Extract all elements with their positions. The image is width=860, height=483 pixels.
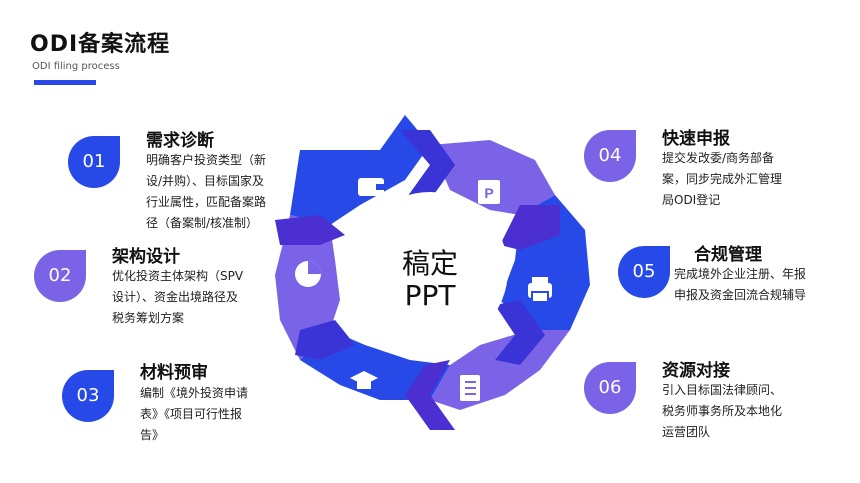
step-badge-06: 06 (582, 360, 638, 416)
page-subtitle: ODI filing process (32, 61, 120, 72)
printer-icon (528, 277, 552, 303)
step-badge-03: 03 (60, 368, 116, 424)
step-badge-02: 02 (32, 248, 88, 304)
step-number: 02 (48, 265, 72, 286)
step-number: 01 (82, 151, 106, 172)
step-description: 编制《境外投资申请 表》《项目可行性报 告》 (140, 386, 249, 442)
ring-segment-1 (290, 115, 430, 225)
wallet-icon (358, 178, 386, 196)
chevron-top (400, 130, 455, 200)
chevron-right-top (500, 205, 560, 250)
step-title: 材料预审 (140, 363, 208, 383)
step-number: 04 (598, 145, 622, 166)
step-description: 完成境外企业注册、年报 申报及资金回流合规辅导 (674, 267, 807, 302)
step-description: 引入目标国法律顾问、 税务师事务所及本地化 运营团队 (662, 383, 783, 439)
step-title: 资源对接 (662, 361, 730, 381)
step-description: 明确客户投资类型（新 设/并购）、目标国家及 行业属性，匹配备案路 径（备案制/… (146, 153, 267, 230)
step-number: 03 (76, 385, 100, 406)
step-badge-05: 05 (616, 244, 672, 300)
ring-segment-2 (430, 140, 555, 215)
chevron-bottom (405, 360, 455, 430)
notebook-icon (460, 375, 480, 401)
center-line-1: 稿定 (401, 247, 458, 280)
chevron-right (495, 300, 545, 365)
center-line-2: PPT (404, 279, 456, 312)
graduation-cap-icon (350, 371, 378, 389)
step-title: 架构设计 (112, 247, 180, 267)
powerpoint-icon: P (478, 180, 500, 204)
step-title: 合规管理 (694, 245, 762, 265)
step-badge-01: 01 (66, 134, 122, 190)
step-number: 06 (598, 377, 622, 398)
step-title: 需求诊断 (146, 131, 214, 151)
page-title: ODI备案流程 (30, 32, 171, 57)
center-label: 稿定 PPT (370, 248, 490, 312)
chevron-left-bottom (295, 320, 355, 360)
title-underline (34, 80, 96, 85)
step-description: 优化投资主体架构（SPV 设计）、资金出境路径及 税务筹划方案 (112, 269, 244, 325)
svg-text:P: P (484, 185, 493, 201)
step-number: 05 (632, 261, 656, 282)
chevron-left (275, 215, 345, 245)
pie-chart-icon (295, 261, 321, 287)
step-description: 提交发改委/商务部备 案，同步完成外汇管理 局ODI登记 (662, 151, 783, 207)
step-badge-04: 04 (582, 128, 638, 184)
step-title: 快速申报 (662, 129, 730, 149)
